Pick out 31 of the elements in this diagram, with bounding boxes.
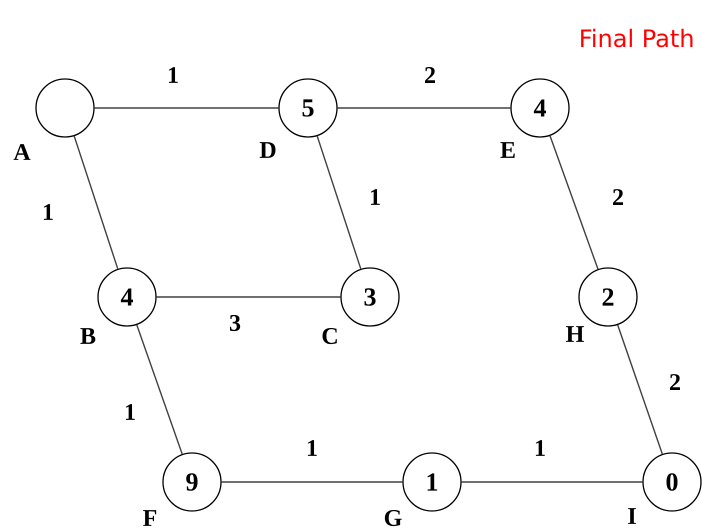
edge-label: 2 — [423, 66, 437, 84]
node-letter: B — [80, 328, 96, 344]
edge-line — [617, 324, 663, 454]
node-letter: D — [260, 142, 276, 158]
node-letter: H — [566, 326, 584, 342]
edge-label: 1 — [533, 439, 547, 457]
edge-label: 3 — [228, 314, 242, 332]
edge-label: 1 — [368, 188, 382, 206]
edge-line — [338, 107, 510, 109]
node-letter: C — [322, 328, 337, 344]
edge-line — [462, 481, 642, 483]
edge-label: 1 — [166, 66, 180, 84]
node-letter: E — [500, 142, 515, 158]
title: Final Path — [581, 28, 692, 48]
edge-line — [316, 136, 362, 270]
node-circle — [35, 78, 95, 138]
node-letter: G — [384, 510, 402, 526]
edge-line — [549, 136, 599, 270]
edge-line — [94, 107, 278, 109]
edge-label: 1 — [41, 203, 55, 221]
edge-line — [222, 481, 402, 483]
edge-label: 2 — [668, 373, 682, 391]
edge-label: 2 — [611, 188, 625, 206]
node-letter: I — [628, 508, 636, 524]
node-letter: F — [143, 510, 156, 526]
edge-label: 1 — [123, 403, 137, 421]
edge-label: 1 — [305, 439, 319, 457]
edge-line — [156, 296, 340, 298]
edge-line — [136, 324, 183, 454]
node-letter: A — [14, 144, 30, 160]
edge-line — [74, 136, 118, 270]
